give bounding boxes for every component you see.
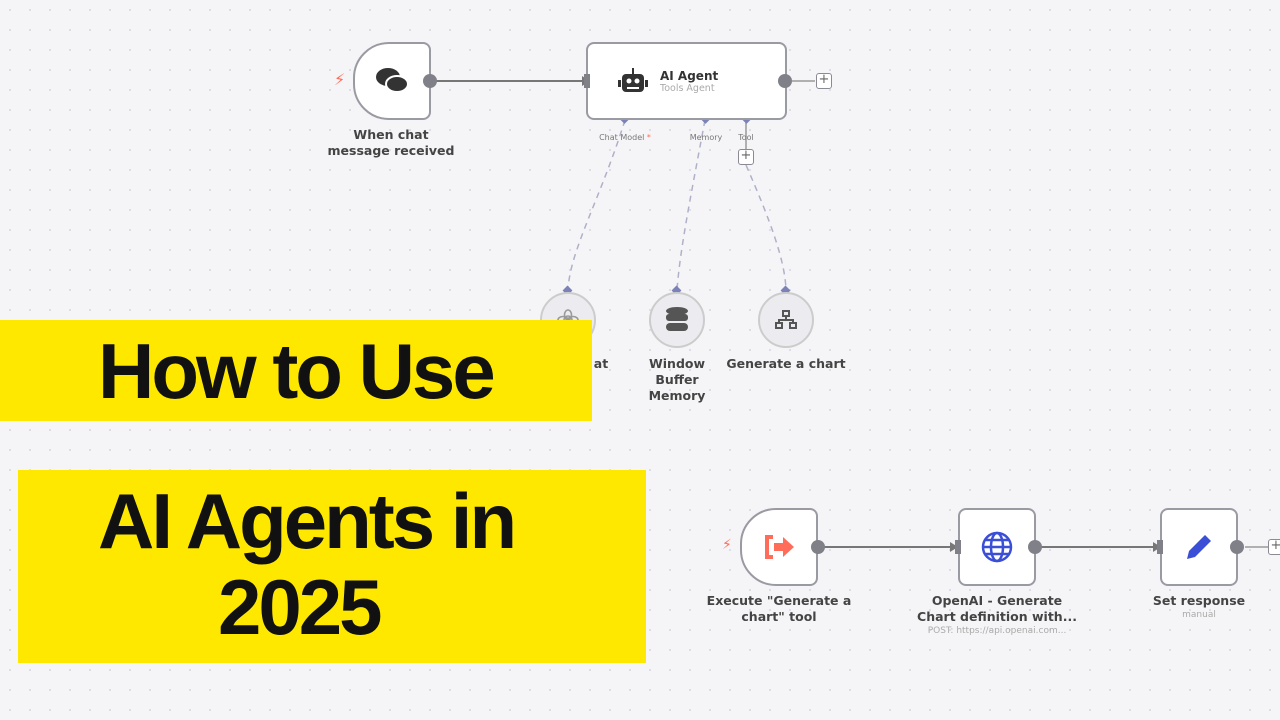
output-handle[interactable] [1230,540,1244,554]
sign-out-icon [765,535,794,559]
chat-trigger-label: When chat message received [327,127,455,158]
openai-http-node[interactable] [958,508,1036,586]
input-handle[interactable] [584,74,590,88]
ai-agent-title: AI Agent [660,68,719,83]
add-node-button[interactable]: + [816,73,832,89]
robot-icon [618,68,648,92]
port-tool: Tool [738,133,754,142]
output-handle[interactable] [778,74,792,88]
pencil-icon [1187,535,1211,559]
sitemap-icon [775,310,797,329]
execute-trigger-node[interactable] [740,508,818,586]
add-tool-button[interactable]: + [738,149,754,165]
set-response-node[interactable] [1160,508,1238,586]
ai-agent-subtitle: Tools Agent [660,82,715,94]
input-handle[interactable] [1157,540,1163,554]
port-chat-model: Chat Model * [599,133,651,142]
port-memory: Memory [689,133,723,142]
memory-node[interactable] [649,292,705,348]
openai-subtitle: POST: https://api.openai.com... [927,626,1067,636]
trigger-bolt-icon: ⚡ [334,70,346,89]
chat-bubbles-icon [376,68,409,93]
tool-label: Generate a chart [726,356,846,371]
database-icon [666,307,688,331]
memory-label: Window Buffer Memory [648,356,706,403]
output-handle[interactable] [811,540,825,554]
title-banner-line2: AI Agents in 2025 [18,470,646,663]
set-response-subtitle: manual [1182,610,1216,620]
output-handle[interactable] [1028,540,1042,554]
title-banner-line1: How to Use [0,320,592,421]
tool-node[interactable] [758,292,814,348]
add-node-button[interactable]: + [1268,539,1280,555]
output-handle[interactable] [423,74,437,88]
globe-icon [981,531,1013,563]
chat-trigger-node[interactable] [353,42,431,120]
input-handle[interactable] [955,540,961,554]
chat-model-label: at [593,356,609,371]
ai-agent-node[interactable]: AI Agent Tools Agent [586,42,787,120]
set-response-label: Set response [1152,593,1246,608]
trigger-bolt-icon: ⚡ [722,537,732,553]
